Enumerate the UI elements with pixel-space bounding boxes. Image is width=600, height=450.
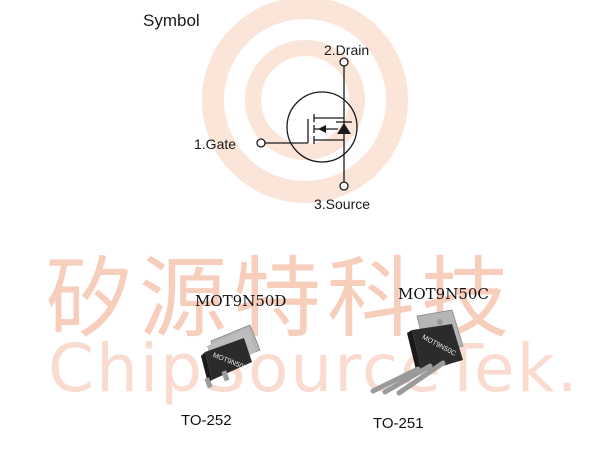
drain-pin-label: 2.Drain xyxy=(324,42,370,58)
source-pin-label: 3.Source xyxy=(314,196,371,212)
symbol-title: Symbol xyxy=(143,11,200,30)
watermark-latin-text: ChipSourceTek. xyxy=(48,330,580,407)
gate-pin-label: 1.Gate xyxy=(194,136,237,152)
package-label-right: TO-251 xyxy=(373,415,424,432)
package-label-left: TO-252 xyxy=(181,412,232,429)
mosfet-body-circle xyxy=(286,91,358,163)
part-number-right: MOT9N50C xyxy=(398,285,489,303)
part-number-left: MOT9N50D xyxy=(195,292,287,310)
